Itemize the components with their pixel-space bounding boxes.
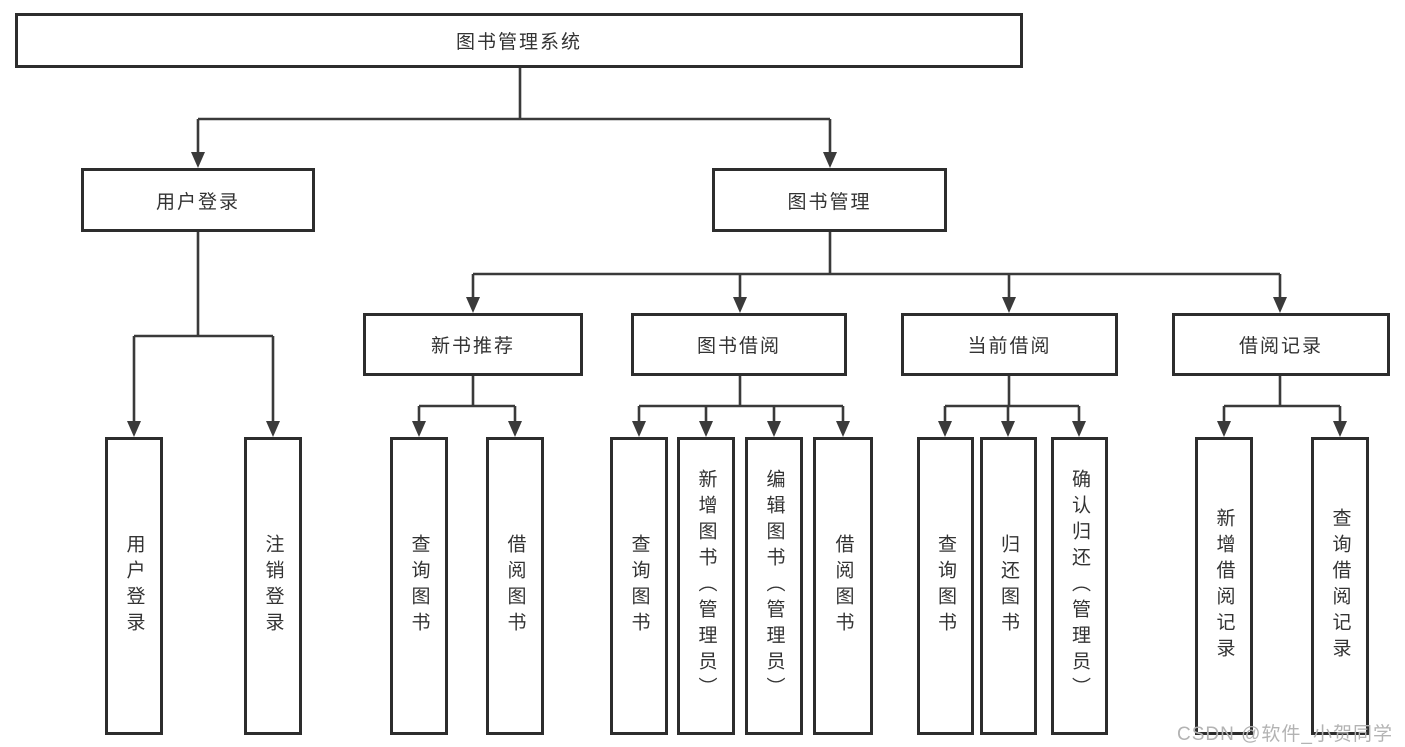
node-bb-edit-books: 编辑图书（管理员） bbox=[745, 437, 803, 735]
node-borrowing-records-label: 借阅记录 bbox=[1238, 336, 1323, 357]
node-bb-query-books: 查询图书 bbox=[610, 437, 668, 735]
node-bb-query-books-label: 查询图书 bbox=[628, 534, 650, 638]
node-new-book-recommendation-label: 新书推荐 bbox=[430, 336, 515, 357]
node-bb-borrow-books: 借阅图书 bbox=[813, 437, 873, 735]
watermark: CSDN @软件_小贺同学 bbox=[1177, 724, 1393, 745]
node-br-query-record: 查询借阅记录 bbox=[1311, 437, 1369, 735]
node-cb-confirm-return-label: 确认归还（管理员） bbox=[1069, 469, 1090, 703]
node-cb-query-books: 查询图书 bbox=[917, 437, 974, 735]
node-br-add-record: 新增借阅记录 bbox=[1195, 437, 1253, 735]
node-bb-edit-books-label: 编辑图书（管理员） bbox=[763, 469, 785, 703]
node-current-borrowing-label: 当前借阅 bbox=[967, 336, 1052, 357]
node-bb-add-books: 新增图书（管理员） bbox=[677, 437, 735, 735]
node-nb-query-books-label: 查询图书 bbox=[408, 534, 430, 638]
arrowhead-icons bbox=[127, 152, 1347, 437]
node-logout: 注销登录 bbox=[244, 437, 302, 735]
node-book-management-label: 图书管理 bbox=[787, 191, 872, 213]
node-book-borrowing-label: 图书借阅 bbox=[696, 336, 781, 357]
node-logout-label: 注销登录 bbox=[262, 534, 284, 638]
node-current-borrowing: 当前借阅 bbox=[901, 313, 1118, 376]
node-borrowing-records: 借阅记录 bbox=[1172, 313, 1390, 376]
node-cb-return-books: 归还图书 bbox=[980, 437, 1037, 735]
node-bb-borrow-books-label: 借阅图书 bbox=[832, 534, 854, 638]
node-cb-confirm-return: 确认归还（管理员） bbox=[1051, 437, 1108, 735]
node-br-add-record-label: 新增借阅记录 bbox=[1213, 508, 1235, 664]
node-root-label: 图书管理系统 bbox=[455, 32, 582, 53]
node-bb-add-books-label: 新增图书（管理员） bbox=[695, 469, 717, 703]
node-cb-return-books-label: 归还图书 bbox=[998, 534, 1019, 638]
node-br-query-record-label: 查询借阅记录 bbox=[1329, 508, 1351, 664]
node-new-book-recommendation: 新书推荐 bbox=[363, 313, 583, 376]
node-root: 图书管理系统 bbox=[15, 13, 1023, 68]
node-nb-borrow-books: 借阅图书 bbox=[486, 437, 544, 735]
node-user-login-label: 用户登录 bbox=[155, 191, 240, 213]
node-nb-borrow-books-label: 借阅图书 bbox=[504, 534, 526, 638]
node-user-login: 用户登录 bbox=[81, 168, 315, 232]
node-book-borrowing: 图书借阅 bbox=[631, 313, 847, 376]
node-user-login-action: 用户登录 bbox=[105, 437, 163, 735]
node-book-management: 图书管理 bbox=[712, 168, 947, 232]
node-user-login-action-label: 用户登录 bbox=[123, 534, 145, 638]
node-nb-query-books: 查询图书 bbox=[390, 437, 448, 735]
node-cb-query-books-label: 查询图书 bbox=[935, 534, 956, 638]
